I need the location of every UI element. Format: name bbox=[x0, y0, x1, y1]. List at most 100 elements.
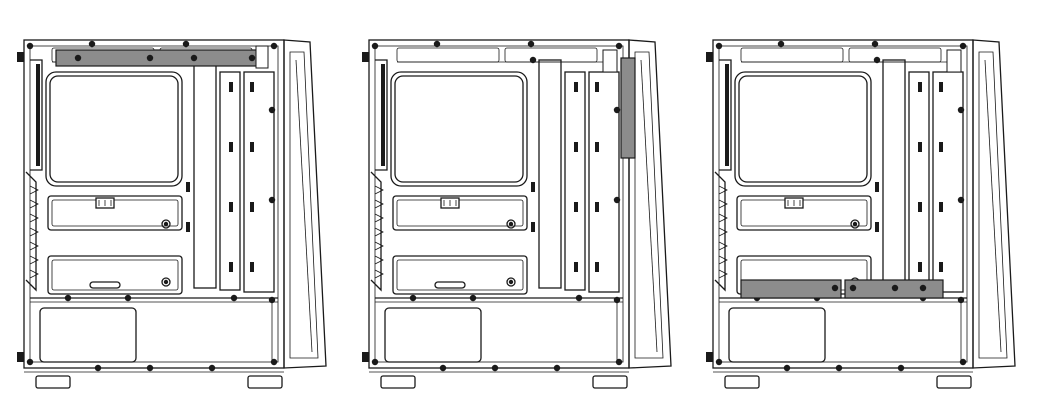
tie-point-mid bbox=[574, 142, 578, 152]
screw-icon bbox=[182, 40, 190, 48]
expansion-slot-5 bbox=[718, 241, 728, 251]
expansion-slot-7 bbox=[718, 269, 728, 279]
screw-icon bbox=[959, 358, 967, 366]
screw-icon bbox=[248, 54, 256, 62]
bezel-edge bbox=[640, 59, 658, 353]
expansion-slot-4 bbox=[718, 227, 728, 237]
cpu-cutout-inner bbox=[49, 75, 179, 183]
cable-channel-right bbox=[932, 71, 964, 293]
thumbscrew-icon bbox=[506, 219, 516, 229]
rear-fan-mount bbox=[719, 59, 732, 171]
thumbscrew-center bbox=[852, 221, 858, 227]
cable-channel-mid bbox=[908, 71, 930, 291]
thumbscrew-center bbox=[508, 279, 514, 285]
tie-point-left bbox=[875, 182, 879, 192]
drive-handle bbox=[89, 281, 121, 289]
top-cutout-left bbox=[396, 47, 500, 63]
cable-channel-right bbox=[588, 71, 620, 293]
chassis-inner-frame bbox=[29, 45, 279, 363]
drive-bay-lower-inner bbox=[51, 259, 179, 291]
screw-icon bbox=[553, 364, 561, 372]
case-panel-2 bbox=[362, 39, 672, 389]
rear-foot-bottom bbox=[362, 352, 369, 362]
chassis-frame bbox=[23, 39, 285, 369]
tie-point-mid bbox=[918, 202, 922, 212]
screw-icon bbox=[613, 196, 621, 204]
screw-icon bbox=[26, 358, 34, 366]
highlight-front-radiator bbox=[620, 57, 636, 159]
tie-point-left bbox=[531, 222, 535, 232]
tie-point-right bbox=[250, 142, 254, 152]
front-bezel-inner bbox=[978, 51, 1008, 359]
expansion-slot-bracket bbox=[714, 171, 726, 292]
drive-bay-upper bbox=[47, 195, 183, 231]
case-foot-right bbox=[592, 375, 628, 389]
screw-icon bbox=[94, 364, 102, 372]
expansion-slot-2 bbox=[718, 199, 728, 209]
expansion-slot-5 bbox=[29, 241, 39, 251]
expansion-slot-3 bbox=[718, 213, 728, 223]
bezel-edge bbox=[295, 59, 313, 353]
tie-point-right bbox=[939, 142, 943, 152]
thumbscrew-icon bbox=[161, 219, 171, 229]
tie-point-right bbox=[595, 202, 599, 212]
front-bezel bbox=[628, 39, 672, 369]
case-foot-left bbox=[35, 375, 71, 389]
screw-icon bbox=[26, 42, 34, 50]
cable-channel-left bbox=[882, 59, 906, 289]
rear-fan-grille bbox=[36, 64, 40, 166]
screw-icon bbox=[897, 364, 905, 372]
bezel-edge bbox=[984, 59, 1002, 353]
tie-point-right bbox=[250, 262, 254, 272]
tie-point-mid bbox=[574, 262, 578, 272]
front-bracket-clip bbox=[946, 49, 962, 73]
rear-fan-mount bbox=[375, 59, 388, 171]
tie-point-mid bbox=[229, 142, 233, 152]
expansion-slot-6 bbox=[718, 255, 728, 265]
rear-foot-top bbox=[362, 52, 369, 62]
front-bezel-inner bbox=[634, 51, 664, 359]
expansion-slot-bracket bbox=[370, 171, 382, 292]
tie-point-left bbox=[531, 182, 535, 192]
front-bracket-clip bbox=[602, 49, 618, 73]
expansion-slot-3 bbox=[29, 213, 39, 223]
screw-icon bbox=[777, 40, 785, 48]
screw-icon bbox=[615, 358, 623, 366]
tie-point-right bbox=[939, 82, 943, 92]
thumbscrew-icon bbox=[161, 277, 171, 287]
screw-icon bbox=[469, 294, 477, 302]
screw-icon bbox=[615, 42, 623, 50]
tie-point-right bbox=[939, 202, 943, 212]
expansion-slot-5 bbox=[374, 241, 384, 251]
screw-icon bbox=[88, 40, 96, 48]
screw-icon bbox=[371, 358, 379, 366]
rear-foot-top bbox=[17, 52, 24, 62]
screw-icon bbox=[527, 40, 535, 48]
screw-icon bbox=[190, 54, 198, 62]
screw-icon bbox=[849, 284, 857, 292]
highlight-top-radiator bbox=[55, 49, 267, 67]
cable-channel-left bbox=[193, 59, 217, 289]
chassis-inner-frame bbox=[718, 45, 968, 363]
expansion-slot-1 bbox=[29, 185, 39, 195]
case-foot-right bbox=[247, 375, 283, 389]
chassis-inner-frame bbox=[374, 45, 624, 363]
cpu-cutout-outer bbox=[734, 71, 872, 187]
screw-icon bbox=[74, 54, 82, 62]
expansion-slot-3 bbox=[374, 213, 384, 223]
rear-fan-mount bbox=[30, 59, 43, 171]
rear-foot-top bbox=[706, 52, 713, 62]
cable-channel-left bbox=[538, 59, 562, 289]
screw-icon bbox=[268, 196, 276, 204]
screw-icon bbox=[715, 42, 723, 50]
expansion-slot-4 bbox=[374, 227, 384, 237]
screw-icon bbox=[957, 106, 965, 114]
screw-icon bbox=[715, 358, 723, 366]
case-foot-right bbox=[936, 375, 972, 389]
screw-icon bbox=[831, 284, 839, 292]
screw-icon bbox=[268, 106, 276, 114]
screw-icon bbox=[433, 40, 441, 48]
rear-fan-grille bbox=[381, 64, 385, 166]
expansion-slot-2 bbox=[374, 199, 384, 209]
